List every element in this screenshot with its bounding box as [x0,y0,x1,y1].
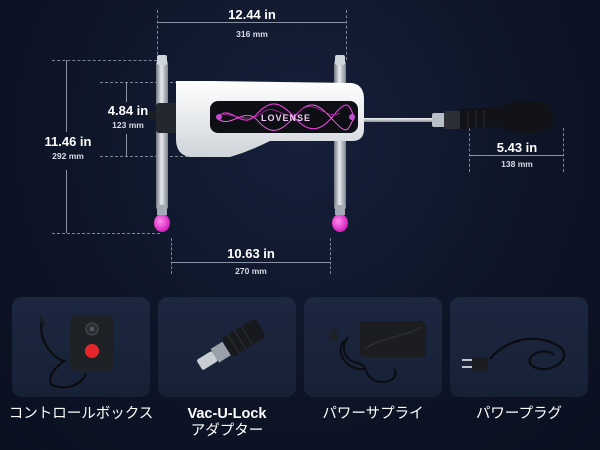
control-box-label: コントロールボックス [8,406,154,422]
power-plug-label: パワープラグ [475,406,563,422]
legspan-dimension-line [171,262,330,263]
head-height-inches: 4.84 in [107,103,149,118]
control-box-card [12,297,150,397]
attachment-dimension: 5.43 in 138 mm [468,140,566,169]
total-height-inches: 11.46 in [44,134,92,149]
attachment-mm: 138 mm [501,159,533,169]
width-guide-left [157,10,158,60]
width-inches: 12.44 in [228,7,276,22]
adapter-label: Vac-U-Lock アダプター [187,406,267,439]
legspan-mm: 270 mm [235,266,267,276]
head-guide-bottom [100,156,188,157]
width-dimension: 12.44 in 316 mm [200,7,304,39]
right-foot [332,214,348,232]
total-height-dimension: 11.46 in 292 mm [18,134,118,161]
attachment [460,101,554,133]
attachment-dimension-line [469,155,563,156]
head-height-dimension: 4.84 in 123 mm [78,103,178,130]
power-plug-card [450,297,588,397]
adapter-card [158,297,296,397]
legspan-inches: 10.63 in [227,246,275,261]
width-dimension-line [157,22,346,23]
head-height-mm: 123 mm [112,120,144,130]
height-guide-top [52,60,162,61]
legspan-guide-left [171,238,172,274]
attachment-guide-left [469,128,470,172]
head-line-upper [126,82,127,102]
power-supply-icon [330,321,426,383]
head-guide-top [100,82,188,83]
attachment-guide-right [563,128,564,172]
power-supply-label: パワーサプライ [322,406,424,422]
legspan-guide-right [330,238,331,274]
width-mm: 316 mm [236,29,268,39]
height-line-upper [66,60,67,132]
vac-u-lock-adapter-icon [197,319,265,370]
width-guide-right [346,10,347,60]
brand-logo: LOVENSE [261,113,311,123]
machine-illustration: LOVENSE [148,55,554,232]
left-pole [156,61,168,209]
legspan-dimension: 10.63 in 270 mm [199,246,303,276]
height-guide-bottom [52,233,160,234]
power-plug-icon [462,337,566,371]
piston-rod [364,118,434,122]
power-supply-card [304,297,442,397]
total-height-mm: 292 mm [52,151,84,161]
height-line-lower [66,170,67,233]
head-line-lower [126,134,127,156]
attachment-inches: 5.43 in [496,140,538,155]
adapter [432,113,446,127]
left-foot [154,214,170,232]
control-box-icon [38,315,114,389]
